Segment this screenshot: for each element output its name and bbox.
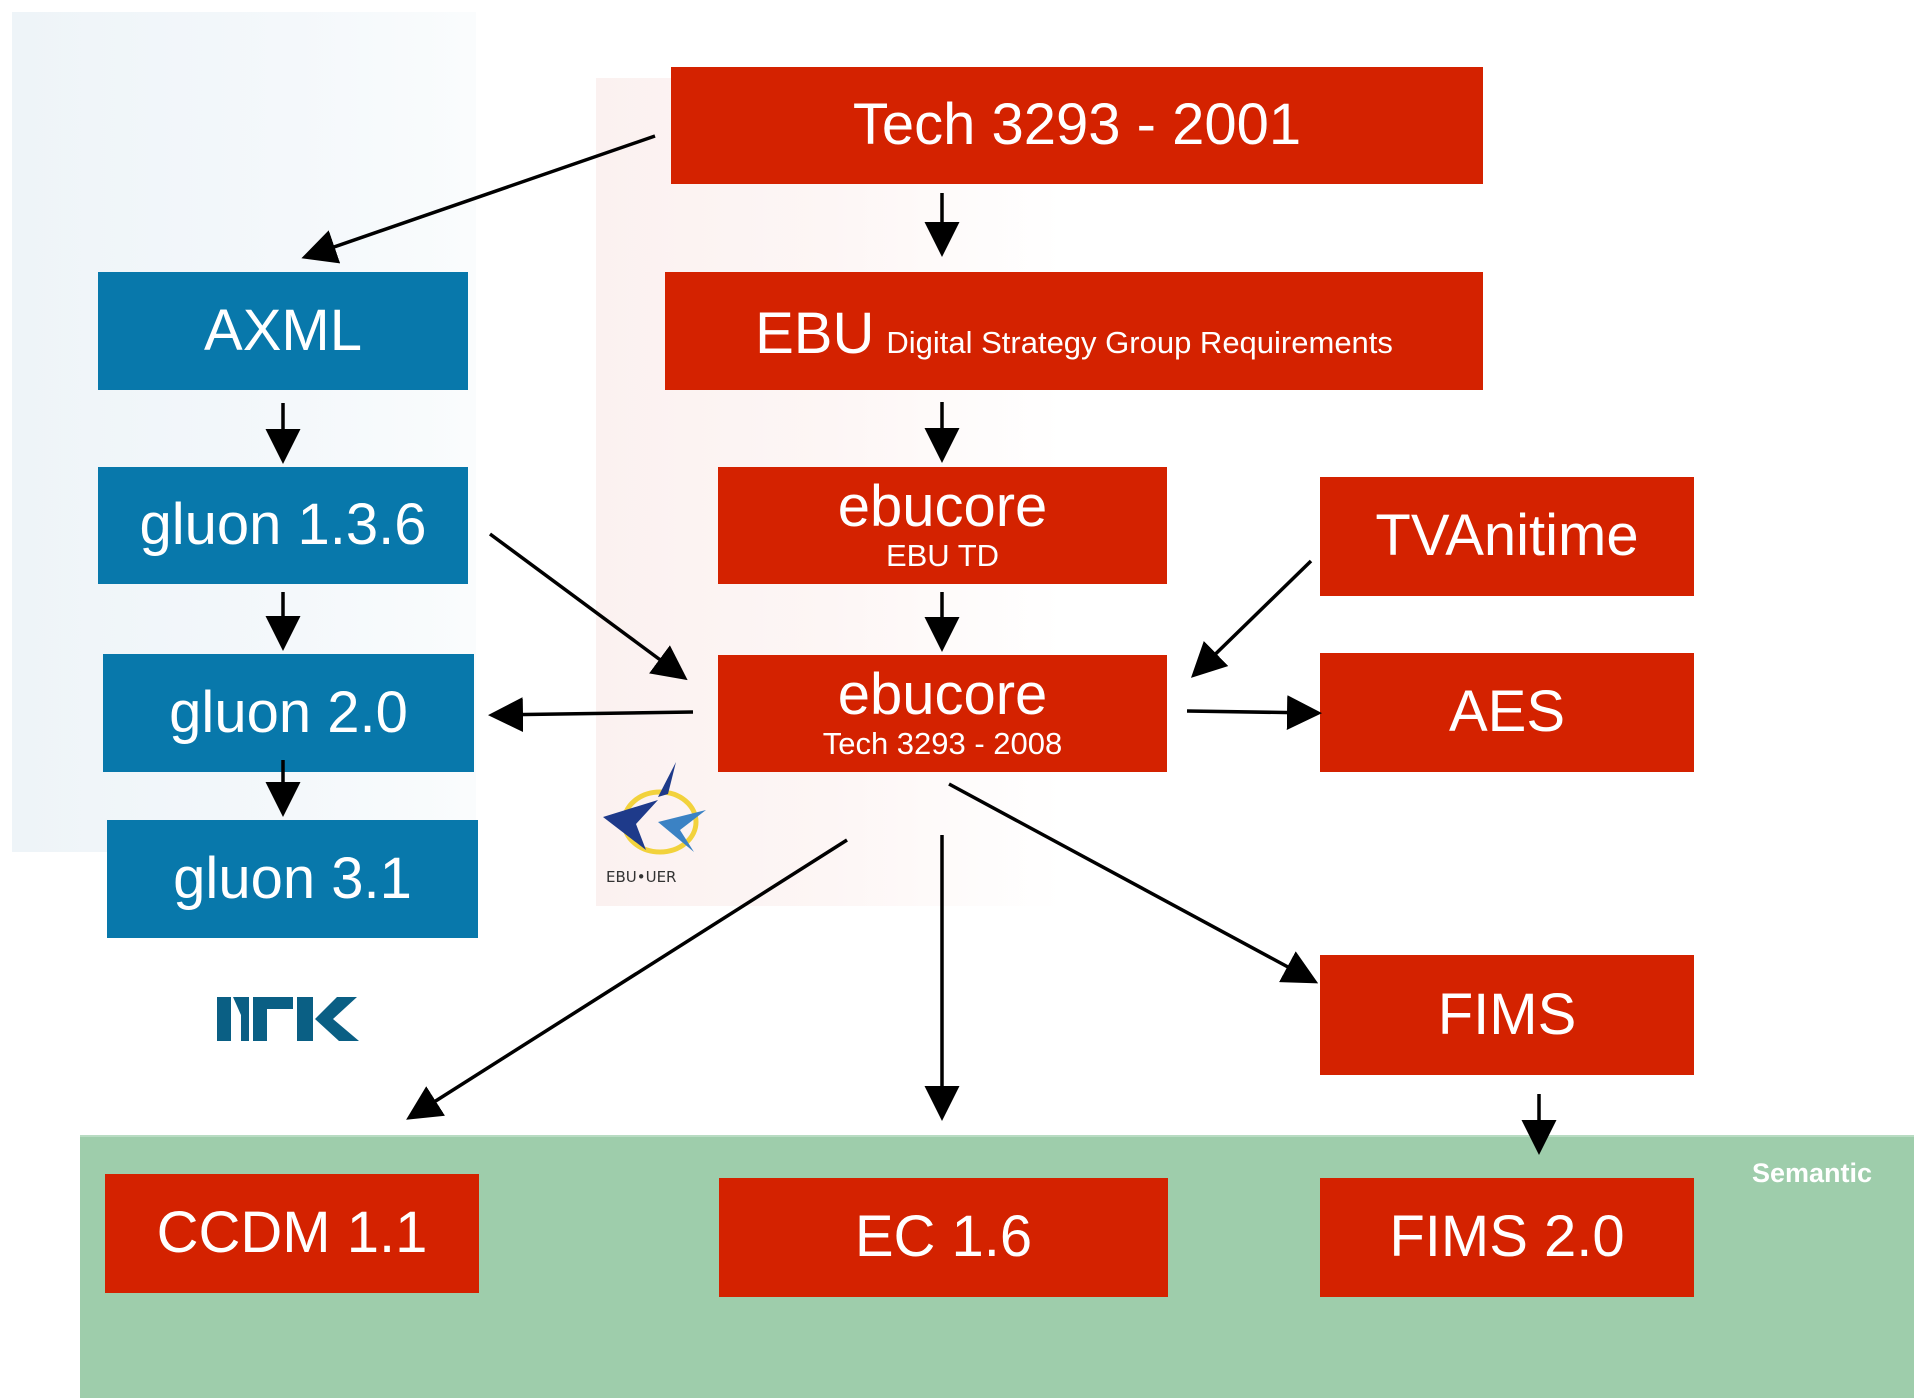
node-label: EBU <box>755 301 875 366</box>
node-axml[interactable]: AXML <box>98 272 468 390</box>
arrow-ebucore2008-to-gluon20 <box>488 697 694 733</box>
node-ebucore-tech-3293-2008[interactable]: ebucore Tech 3293 - 2008 <box>718 655 1167 772</box>
node-tvanitime[interactable]: TVAnitime <box>1320 477 1694 596</box>
arrow-ebucore2008-to-fims <box>948 782 1319 984</box>
nrk-logo <box>217 997 359 1041</box>
node-label: CCDM 1.1 <box>156 1200 428 1266</box>
node-label: TVAnitime <box>1375 503 1639 569</box>
node-sublabel: Tech 3293 - 2008 <box>822 726 1063 762</box>
node-label: ebucore <box>837 662 1048 728</box>
ebu-uer-logo: EBU•UER <box>603 762 706 886</box>
node-label: gluon 1.3.6 <box>139 492 427 558</box>
node-tech-3293-2001[interactable]: Tech 3293 - 2001 <box>671 67 1483 184</box>
node-ebucore-ebu-td[interactable]: ebucore EBU TD <box>718 467 1167 584</box>
node-label: AES <box>1448 679 1566 745</box>
node-ebu-requirements[interactable]: EBU Digital Strategy Group Requirements <box>665 272 1483 390</box>
node-label: AXML <box>204 297 362 363</box>
node-ccdm-1-1[interactable]: CCDM 1.1 <box>105 1174 479 1293</box>
node-fims-2-0[interactable]: FIMS 2.0 <box>1320 1178 1694 1297</box>
node-fims[interactable]: FIMS <box>1320 955 1694 1075</box>
node-gluon-1-3-6[interactable]: gluon 1.3.6 <box>98 467 468 584</box>
arrow-tech2001-to-axml <box>301 134 656 264</box>
arrow-gluon136-to-ebucore2008 <box>488 532 688 681</box>
node-label: gluon 2.0 <box>169 679 408 745</box>
semantic-label: Semantic <box>1752 1158 1873 1188</box>
arrow-to-ccdm <box>406 838 848 1120</box>
node-gluon-2-0[interactable]: gluon 2.0 <box>103 654 474 772</box>
node-sublabel: EBU TD <box>885 538 1000 574</box>
node-label: EC 1.6 <box>854 1204 1033 1270</box>
node-label: FIMS 2.0 <box>1389 1204 1625 1270</box>
node-sublabel: Digital Strategy Group Requirements <box>886 325 1393 360</box>
node-label: Tech 3293 - 2001 <box>852 92 1302 158</box>
node-label: gluon 3.1 <box>173 845 412 911</box>
node-label: FIMS <box>1437 981 1577 1047</box>
arrow-tvanitime-to-ebucore2008 <box>1190 559 1313 678</box>
ebu-logo-text: EBU•UER <box>606 868 676 886</box>
node-label: ebucore <box>837 474 1048 540</box>
arrow-ebucore2008-to-aes <box>1186 695 1322 731</box>
node-gluon-3-1[interactable]: gluon 3.1 <box>107 820 478 938</box>
node-ec-1-6[interactable]: EC 1.6 <box>719 1178 1168 1297</box>
node-aes[interactable]: AES <box>1320 653 1694 772</box>
